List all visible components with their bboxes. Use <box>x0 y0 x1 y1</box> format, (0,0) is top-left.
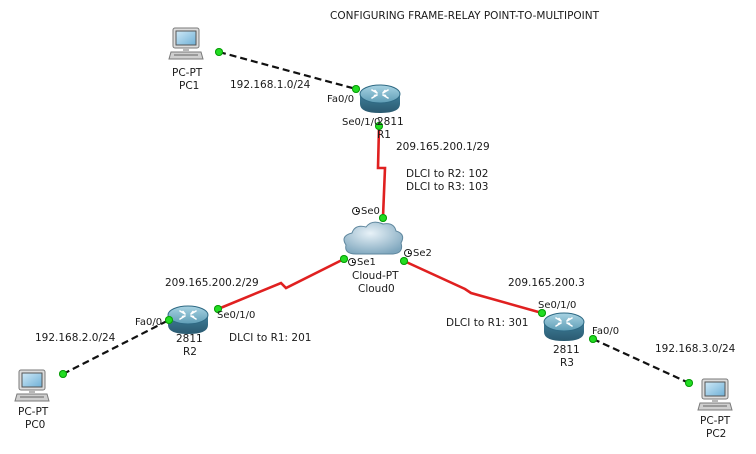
link-status-dot <box>340 255 348 263</box>
cloud-name-label: Cloud0 <box>358 283 395 295</box>
r3-model-label: 2811 <box>553 344 580 356</box>
r1-model-label: 2811 <box>377 116 404 128</box>
link-cloud-r3[interactable] <box>403 259 543 315</box>
lan2-network-label: 192.168.2.0/24 <box>35 332 116 344</box>
cloud-se1-interface: Se1 <box>348 257 376 269</box>
link-status-dot <box>59 370 67 378</box>
r3-name-label: R3 <box>560 357 574 369</box>
r2-name-label: R2 <box>183 346 197 358</box>
link-status-dot <box>589 335 597 343</box>
pc2-type-label: PC-PT <box>700 415 731 427</box>
lan3-network-label: 192.168.3.0/24 <box>655 343 736 355</box>
r1-dlci-r2-label: DLCI to R2: 102 <box>406 168 489 180</box>
link-pc1-r1[interactable] <box>218 50 357 91</box>
link-status-dot <box>375 122 383 130</box>
r1-fa-interface: Fa0/0 <box>327 94 355 105</box>
r3-fa-interface: Fa0/0 <box>592 326 620 337</box>
r1-dlci-r3-label: DLCI to R3: 103 <box>406 181 489 193</box>
link-r1-cloud[interactable] <box>376 126 387 218</box>
link-status-dot <box>538 309 546 317</box>
pc0-icon[interactable] <box>14 369 50 402</box>
cloud-icon[interactable] <box>343 221 404 255</box>
r1-se-interface: Se0/1/0 <box>342 117 381 128</box>
r3-wan-ip-label: 209.165.200.3 <box>508 277 585 289</box>
router-r2-icon[interactable] <box>167 305 209 335</box>
link-pc0-r2[interactable] <box>62 319 170 375</box>
link-status-dot <box>379 214 387 222</box>
r2-wan-ip-label: 209.165.200.2/29 <box>165 277 259 289</box>
r1-wan-ip-label: 209.165.200.1/29 <box>396 141 490 153</box>
router-r3-icon[interactable] <box>543 312 585 342</box>
pc1-type-label: PC-PT <box>172 67 203 79</box>
link-status-dot <box>214 305 222 313</box>
lan1-network-label: 192.168.1.0/24 <box>230 79 311 91</box>
pc1-icon[interactable] <box>168 27 204 60</box>
pc0-type-label: PC-PT <box>18 406 49 418</box>
r2-se-interface: Se0/1/0 <box>217 310 256 321</box>
cloud-type-label: Cloud-PT <box>352 270 399 282</box>
pc2-name-label: PC2 <box>706 428 727 440</box>
link-status-dot <box>215 48 223 56</box>
r2-fa-interface: Fa0/0 <box>135 317 163 328</box>
r2-model-label: 2811 <box>176 333 203 345</box>
pc0-name-label: PC0 <box>25 419 46 431</box>
clock-icon <box>348 258 356 266</box>
router-r1-icon[interactable] <box>359 84 401 114</box>
cloud-se0-interface: Se0 <box>352 206 380 218</box>
link-r3-pc2[interactable] <box>592 338 690 384</box>
link-status-dot <box>352 85 360 93</box>
clock-icon <box>352 207 360 215</box>
pc1-name-label: PC1 <box>179 80 200 92</box>
diagram-title: CONFIGURING FRAME-RELAY POINT-TO-MULTIPO… <box>330 10 600 22</box>
pc2-icon[interactable] <box>697 378 733 411</box>
clock-icon <box>404 249 412 257</box>
r3-se-interface: Se0/1/0 <box>538 300 577 311</box>
link-status-dot <box>165 316 173 324</box>
link-r2-cloud[interactable] <box>217 257 345 311</box>
cloud-se2-interface: Se2 <box>404 248 432 260</box>
r3-dlci-r1-label: DLCI to R1: 301 <box>446 317 529 329</box>
link-status-dot <box>685 379 693 387</box>
link-status-dot <box>400 257 408 265</box>
r1-name-label: R1 <box>377 129 391 141</box>
r2-dlci-r1-label: DLCI to R1: 201 <box>229 332 312 344</box>
